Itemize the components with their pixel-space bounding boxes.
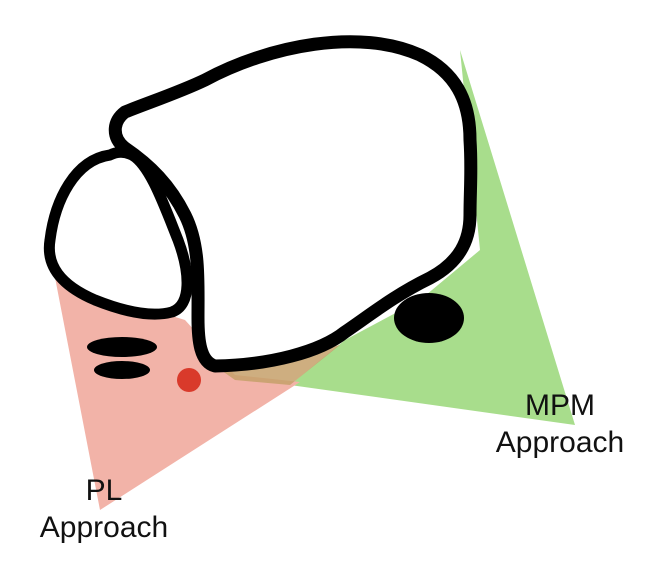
- black-oval-large: [394, 293, 464, 343]
- large-main-structure: [108, 35, 478, 373]
- pl-approach-region: [52, 262, 300, 510]
- red-dot: [177, 368, 201, 392]
- mpm-approach-region: [290, 50, 575, 425]
- pl-label-line1: PL: [86, 474, 123, 507]
- pl-label-line2: Approach: [40, 511, 168, 544]
- black-oval-lower: [94, 361, 150, 379]
- mpm-label-line1: MPM: [525, 389, 595, 422]
- mpm-label-line2: Approach: [496, 426, 624, 459]
- black-oval-upper: [87, 337, 157, 357]
